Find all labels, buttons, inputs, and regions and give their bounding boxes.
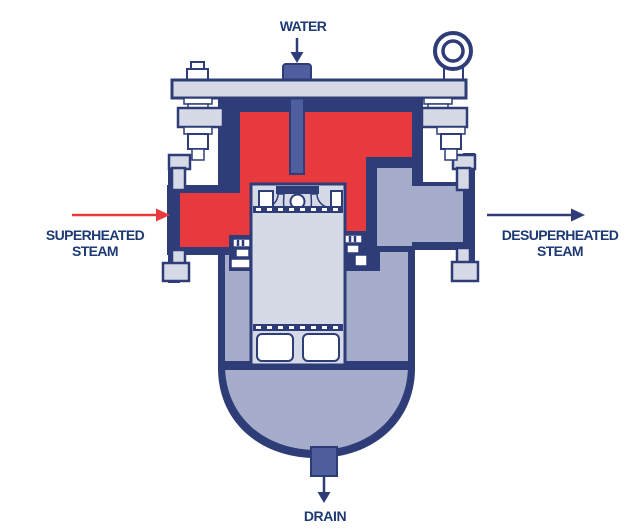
outlet-flange-ear-top-stem <box>455 166 472 192</box>
washer-left-1 <box>183 97 213 105</box>
water-label: WATER <box>280 18 327 34</box>
lifting-eye-icon <box>433 31 473 85</box>
body-flange-right <box>420 106 469 129</box>
water-inlet-stub <box>282 63 312 82</box>
clamp-bolts-left <box>230 238 251 269</box>
desuperheated-steam-label-line2: STEAM <box>537 243 583 259</box>
superheated-steam-label-group: SUPERHEATED STEAM <box>46 208 170 259</box>
steam-chamber-upper <box>240 112 412 157</box>
clamp-bolts-right <box>344 234 368 267</box>
water-feed-pipe <box>289 96 305 175</box>
inlet-flange <box>161 153 192 283</box>
top-flange-assembly <box>170 61 469 161</box>
drain-stub <box>310 446 338 477</box>
cartridge-post-right <box>330 190 343 208</box>
perforated-plate-top <box>253 206 343 213</box>
superheated-steam-arrow-icon <box>72 208 170 222</box>
nozzle-cap <box>276 186 319 194</box>
bolt-right-stub <box>444 148 458 161</box>
flow-annotations: WATER SUPERHEATED STEAM DESUPERHEATED ST… <box>46 18 619 524</box>
drain-label-group: DRAIN <box>304 477 347 524</box>
bolt-left-hex <box>187 133 209 150</box>
bolt-left-stub <box>191 148 205 161</box>
venturi-chamber-left <box>256 333 294 362</box>
washer-right-3 <box>436 126 466 135</box>
bolt-right-hex <box>440 133 462 150</box>
top-lid <box>170 78 468 100</box>
outlet-flange-ear-bottom-foot <box>450 260 480 283</box>
drain-down-arrow-icon <box>317 477 331 503</box>
water-label-group: WATER <box>280 18 327 63</box>
water-down-arrow-icon <box>290 38 304 63</box>
superheated-steam-label-line2: STEAM <box>72 243 118 259</box>
desuperheated-steam-arrow-icon <box>487 208 585 222</box>
body-flange-left <box>176 106 225 129</box>
desuperheated-steam-label-group: DESUPERHEATED STEAM <box>487 208 619 259</box>
drain-label: DRAIN <box>304 508 347 524</box>
outlet-channel <box>377 186 463 242</box>
outlet-flange <box>450 153 480 283</box>
cartridge-post-left <box>258 190 274 208</box>
spray-cartridge <box>249 182 347 367</box>
inlet-flange-ear-top-stem <box>170 166 187 192</box>
washer-right-1 <box>423 97 453 105</box>
inlet-flange-ear-bottom-foot <box>161 261 191 283</box>
desuperheated-steam-label-line1: DESUPERHEATED <box>502 227 619 243</box>
washer-left-3 <box>183 126 213 135</box>
venturi-chamber-right <box>302 333 340 362</box>
lifting-eye-ring-inner <box>441 39 465 63</box>
perforated-plate-bottom <box>253 324 343 331</box>
superheated-steam-label-line1: SUPERHEATED <box>46 227 145 243</box>
